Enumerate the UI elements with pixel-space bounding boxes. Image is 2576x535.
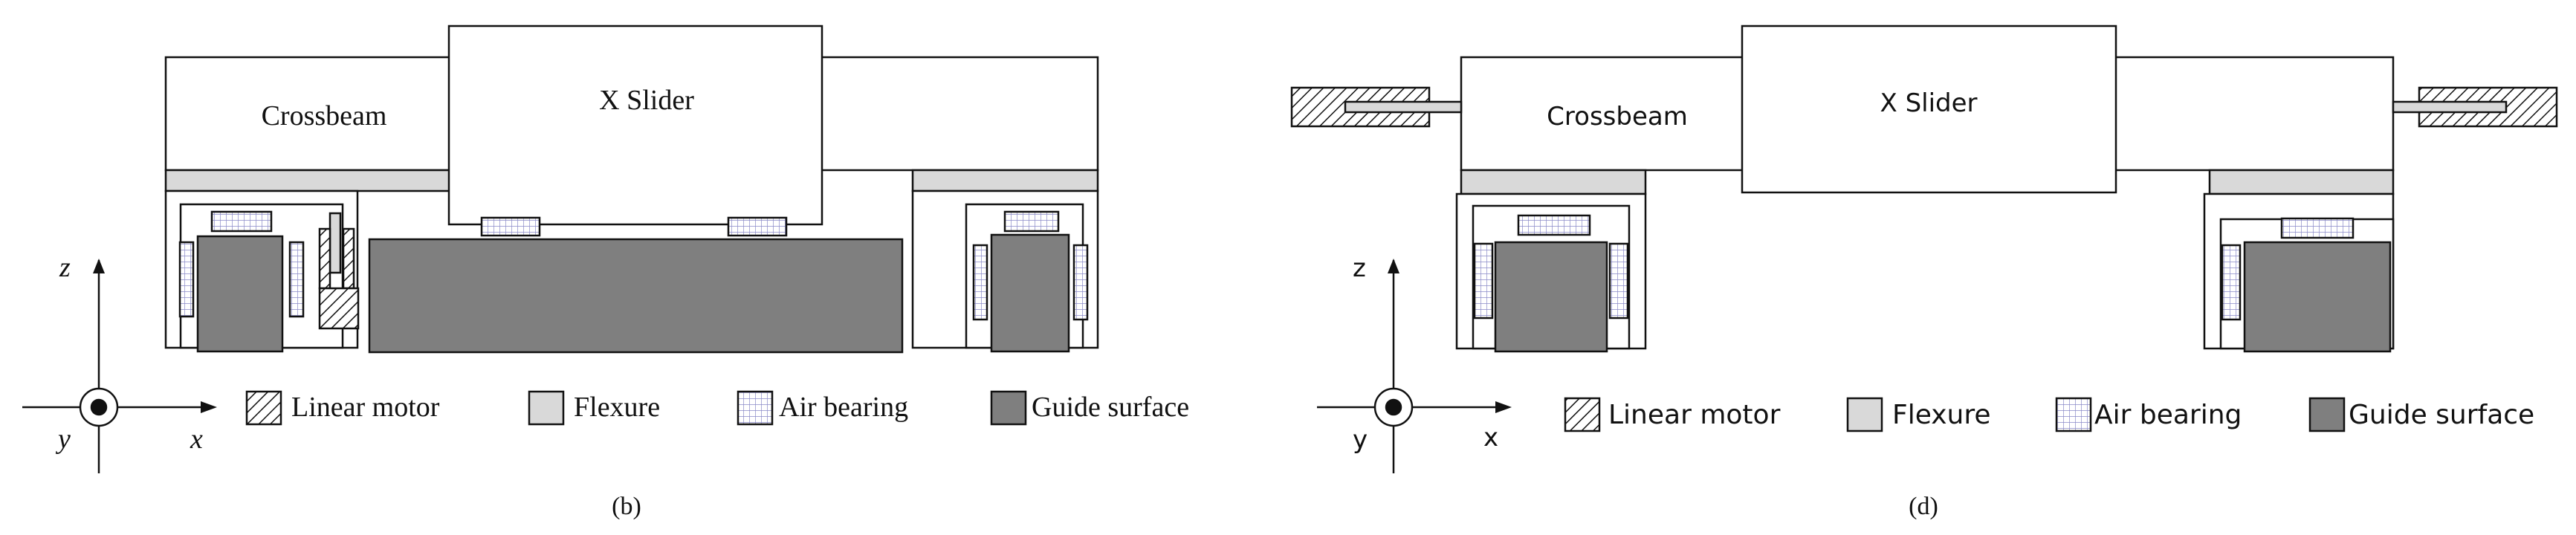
legend-label-guide-surface-b: Guide surface [1032, 392, 1189, 423]
axis-label-x-d: x [1483, 423, 1498, 453]
panel-b [22, 25, 1099, 473]
air-bearing-side-right-b [972, 244, 988, 321]
axis-z-arrow-d [1388, 259, 1399, 273]
legend-swatch-air-bearing-b [737, 390, 774, 426]
linear-motor-rod-left-d [1344, 100, 1463, 114]
flexure-right-d [2208, 169, 2395, 195]
linear-motor-magnet-left-b [318, 287, 360, 330]
x-slider-d [1741, 25, 2117, 194]
air-bearing-slider-right-b [727, 216, 788, 237]
air-bearing-side-left-b [178, 241, 195, 318]
air-bearing-top-right-d [2280, 217, 2355, 239]
axis-x-arrow-b [201, 401, 217, 413]
flexure-right-b [911, 169, 1099, 192]
legend-swatch-guide-surface-d [2308, 397, 2346, 432]
axis-label-y-b: y [55, 424, 71, 455]
guide-surface-left-d [1494, 241, 1608, 353]
legend-swatch-flexure-d [1846, 397, 1883, 432]
legend-label-air-bearing-b: Air bearing [779, 392, 908, 423]
panel-d [1290, 25, 2558, 473]
slider-label-d: X Slider [1880, 88, 1977, 118]
axis-label-y-d: y [1353, 425, 1368, 455]
slider-label-b: X Slider [599, 85, 694, 116]
crossbeam-label-b: Crossbeam [262, 100, 387, 132]
flexure-left-d [1460, 169, 1647, 195]
axis-y-dot-d [1385, 398, 1402, 416]
caption-d: (d) [1909, 493, 1938, 520]
motor-stem-left-b [329, 212, 342, 274]
axis-label-x-b: x [190, 424, 203, 455]
air-bearing-side-right-d [2221, 244, 2242, 321]
legend-label-linear-motor-b: Linear motor [291, 392, 440, 423]
axis-label-z-b: z [59, 252, 71, 283]
air-bearing-side-left2-d [1608, 242, 1629, 320]
legend-swatch-linear-motor-b [245, 390, 282, 426]
guide-surface-center-b [368, 238, 904, 354]
air-bearing-side-left2-b [288, 241, 305, 318]
legend-label-flexure-d: Flexure [1892, 400, 1991, 430]
guide-surface-right-b [990, 233, 1070, 353]
linear-motor-coil-left-b [318, 227, 331, 290]
caption-b: (b) [612, 493, 641, 520]
guide-surface-left-b [196, 235, 284, 353]
panel-b-text: Crossbeam X Slider z y x Linear motor Fl… [55, 85, 1189, 520]
legend-label-air-bearing-d: Air bearing [2094, 400, 2242, 430]
linear-motor-coil-left2-b [342, 227, 355, 290]
legend-swatch-linear-motor-d [1564, 397, 1601, 432]
legend-swatch-flexure-b [528, 390, 565, 426]
air-bearing-side-right2-b [1072, 244, 1089, 321]
guide-surface-right-d [2243, 241, 2392, 353]
crossbeam-label-d: Crossbeam [1547, 102, 1688, 132]
air-bearing-top-right-b [1003, 210, 1060, 233]
air-bearing-side-left-d [1473, 242, 1494, 320]
x-slider-b [447, 25, 823, 226]
axis-z-arrow-b [93, 259, 105, 273]
legend-swatch-guide-surface-b [990, 390, 1027, 426]
axis-x-arrow-d [1495, 401, 1512, 413]
air-bearing-slider-left-b [480, 216, 541, 237]
axis-label-z-d: z [1353, 253, 1366, 283]
air-bearing-top-left-d [1517, 214, 1591, 236]
legend-label-guide-surface-d: Guide surface [2349, 400, 2534, 430]
air-bearing-top-left-b [210, 210, 273, 233]
linear-motor-rod-right-d [2392, 100, 2508, 114]
legend-label-linear-motor-d: Linear motor [1608, 400, 1781, 430]
flexure-left-b [164, 169, 455, 192]
panel-d-text: Crossbeam X Slider z y x Linear motor Fl… [1353, 88, 2534, 520]
legend-swatch-air-bearing-d [2055, 397, 2092, 432]
axis-y-dot-b [90, 398, 108, 416]
legend-label-flexure-b: Flexure [574, 392, 660, 423]
